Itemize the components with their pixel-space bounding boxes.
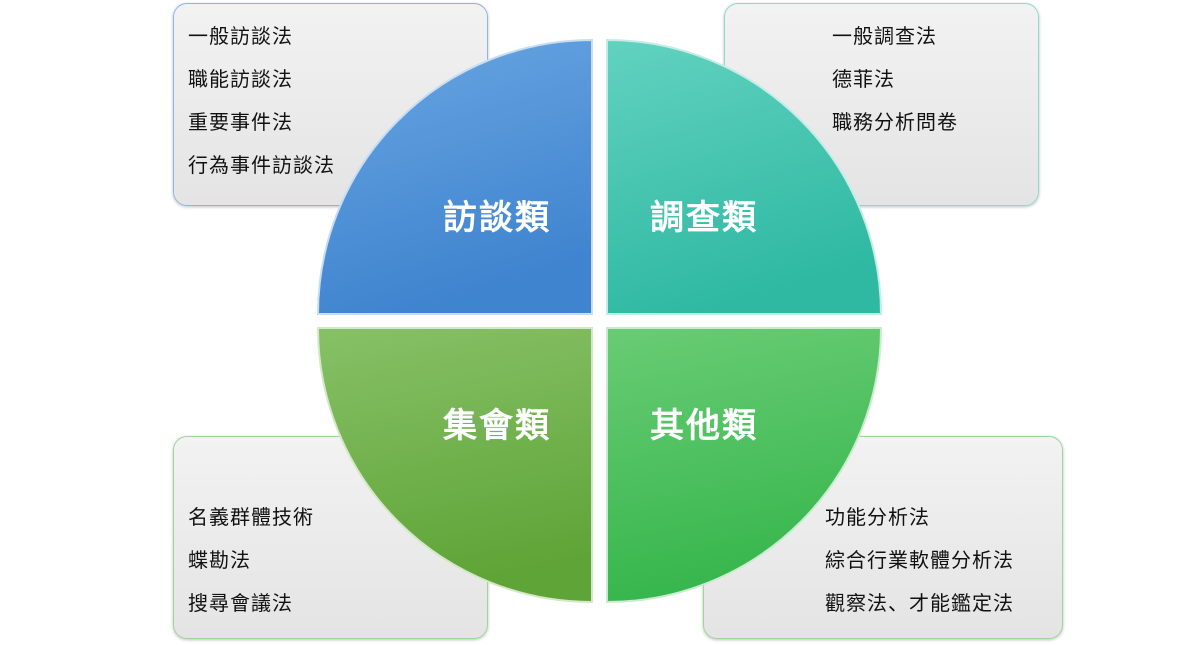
survey-quadrant xyxy=(606,38,883,315)
interview-method-item: 一般訪談法 xyxy=(188,24,293,48)
interview-quadrant xyxy=(316,38,593,315)
meeting-methods-list: 名義群體技術 蝶勘法 搜尋會議法 xyxy=(174,437,487,625)
survey-quadrant-label: 調查類 xyxy=(650,198,758,238)
meeting-quadrant xyxy=(316,327,593,604)
survey-method-item: 職務分析問卷 xyxy=(832,110,958,134)
other-quadrant-label: 其他類 xyxy=(650,406,758,446)
interview-quadrant-label: 訪談類 xyxy=(443,198,551,238)
other-methods-list: 功能分析法 綜合行業軟體分析法 觀察法、才能鑑定法 xyxy=(704,437,1062,625)
meeting-method-item: 搜尋會議法 xyxy=(188,591,293,615)
other-method-item: 觀察法、才能鑑定法 xyxy=(825,591,1014,615)
other-method-item: 功能分析法 xyxy=(825,505,930,529)
survey-method-item: 德菲法 xyxy=(832,67,895,91)
meeting-quadrant-label: 集會類 xyxy=(442,406,551,446)
survey-method-item: 一般調查法 xyxy=(832,24,937,48)
interview-method-item: 職能訪談法 xyxy=(188,67,293,91)
interview-method-item: 行為事件訪談法 xyxy=(188,153,335,177)
interview-method-item: 重要事件法 xyxy=(188,110,293,134)
interview-methods-list: 一般訪談法 職能訪談法 重要事件法 行為事件訪談法 xyxy=(174,4,487,187)
meeting-method-item: 蝶勘法 xyxy=(188,548,251,572)
meeting-method-item: 名義群體技術 xyxy=(188,505,314,529)
survey-methods-list: 一般調查法 德菲法 職務分析問卷 xyxy=(725,4,1038,144)
other-method-item: 綜合行業軟體分析法 xyxy=(825,548,1014,572)
other-quadrant xyxy=(606,327,883,604)
